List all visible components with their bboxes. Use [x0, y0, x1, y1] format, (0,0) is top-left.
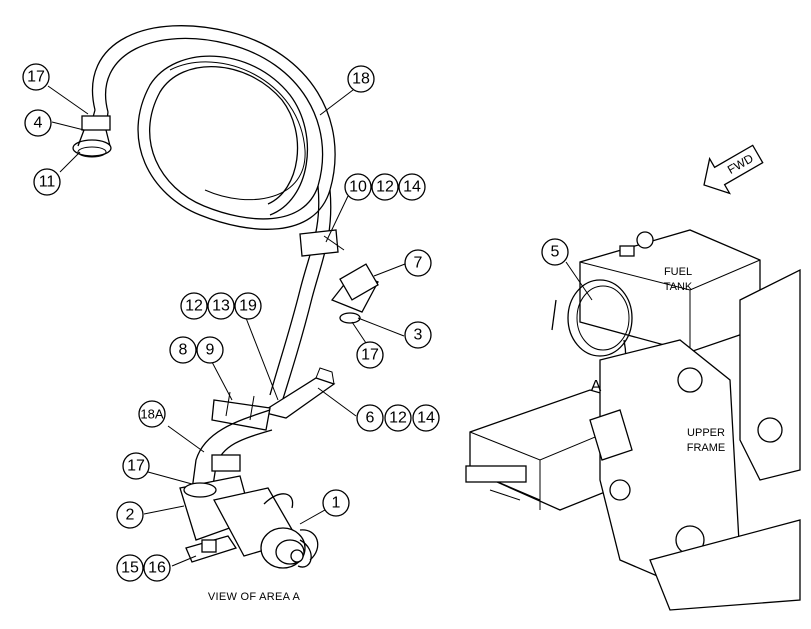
callout-4-text: 4: [34, 115, 43, 132]
callout-14-a: 14: [398, 173, 426, 201]
callout-18-text: 18: [352, 71, 370, 88]
callout-15: 15: [116, 554, 144, 582]
callout-17-top: 17: [22, 63, 50, 91]
callout-1-text: 1: [332, 495, 341, 512]
callout-3-text: 3: [414, 327, 423, 344]
callout-11-text: 11: [39, 174, 56, 191]
pump-assembly: [179, 475, 319, 569]
elbow-fitting-7: [330, 263, 379, 324]
callout-12-a-text: 12: [376, 179, 394, 196]
callout-12-b-text: 12: [185, 298, 203, 315]
callout-15-text: 15: [121, 560, 139, 577]
callout-2: 2: [116, 501, 144, 529]
callout-12-b: 12: [180, 292, 208, 320]
view-caption: VIEW OF AREA A: [208, 591, 301, 603]
callout-17-mid-text: 17: [361, 347, 379, 364]
clamp-middle: [211, 391, 271, 431]
callout-14-c-text: 14: [417, 410, 435, 427]
callout-5: 5: [541, 238, 569, 266]
callout-7-text: 7: [414, 255, 423, 272]
hose-end-fitting-top: [72, 115, 112, 158]
clamp-upper: [299, 229, 345, 257]
callout-12-c: 12: [384, 404, 412, 432]
callout-5-text: 5: [551, 244, 560, 261]
callout-13-text: 13: [212, 298, 230, 315]
callout-17-mid: 17: [356, 341, 384, 369]
hose-18a-elbow: [191, 409, 273, 493]
callout-18a: 18A: [138, 400, 166, 428]
callout-3: 3: [404, 321, 432, 349]
callout-6: 6: [356, 404, 384, 432]
upper-frame: [465, 268, 801, 611]
hose-coil: [89, 25, 336, 403]
callout-9: 9: [196, 336, 224, 364]
fuel-tank-label-line1: FUEL: [664, 266, 692, 278]
fuel-tank-label-line2: TANK: [664, 281, 693, 293]
callout-18: 18: [347, 65, 375, 93]
callout-7: 7: [404, 249, 432, 277]
callout-13: 13: [207, 292, 235, 320]
callout-2-text: 2: [126, 507, 135, 524]
callout-12-a: 12: [371, 173, 399, 201]
callout-12-c-text: 12: [389, 410, 407, 427]
fwd-arrow: FWD: [703, 144, 764, 195]
callout-10-text: 10: [349, 179, 367, 196]
callout-11: 11: [33, 168, 61, 196]
callout-1: 1: [322, 489, 350, 517]
callout-17-top-text: 17: [27, 69, 45, 86]
mounting-bracket-15-16: [185, 535, 238, 563]
callout-19-text: 19: [239, 298, 257, 315]
leader-lines-left: [47, 85, 406, 567]
callout-14-a-text: 14: [403, 179, 421, 196]
callout-19: 19: [234, 292, 262, 320]
callout-16: 16: [143, 554, 171, 582]
callout-8-text: 8: [179, 342, 188, 359]
callout-6-text: 6: [366, 410, 375, 427]
leader-line-5: [565, 261, 593, 301]
area-a-marker: A: [591, 378, 602, 395]
upper-frame-label-line1: UPPER: [687, 427, 725, 439]
callout-14-c: 14: [412, 404, 440, 432]
callout-8: 8: [169, 336, 197, 364]
callout-16-text: 16: [148, 560, 166, 577]
callout-18a-text: 18A: [140, 407, 163, 422]
callout-4: 4: [24, 109, 52, 137]
callout-17-low: 17: [122, 452, 150, 480]
callout-17-low-text: 17: [127, 458, 145, 475]
upper-frame-label-line2: FRAME: [687, 442, 726, 454]
callout-10: 10: [344, 173, 372, 201]
callout-9-text: 9: [206, 342, 215, 359]
bracket-6: [260, 367, 336, 419]
